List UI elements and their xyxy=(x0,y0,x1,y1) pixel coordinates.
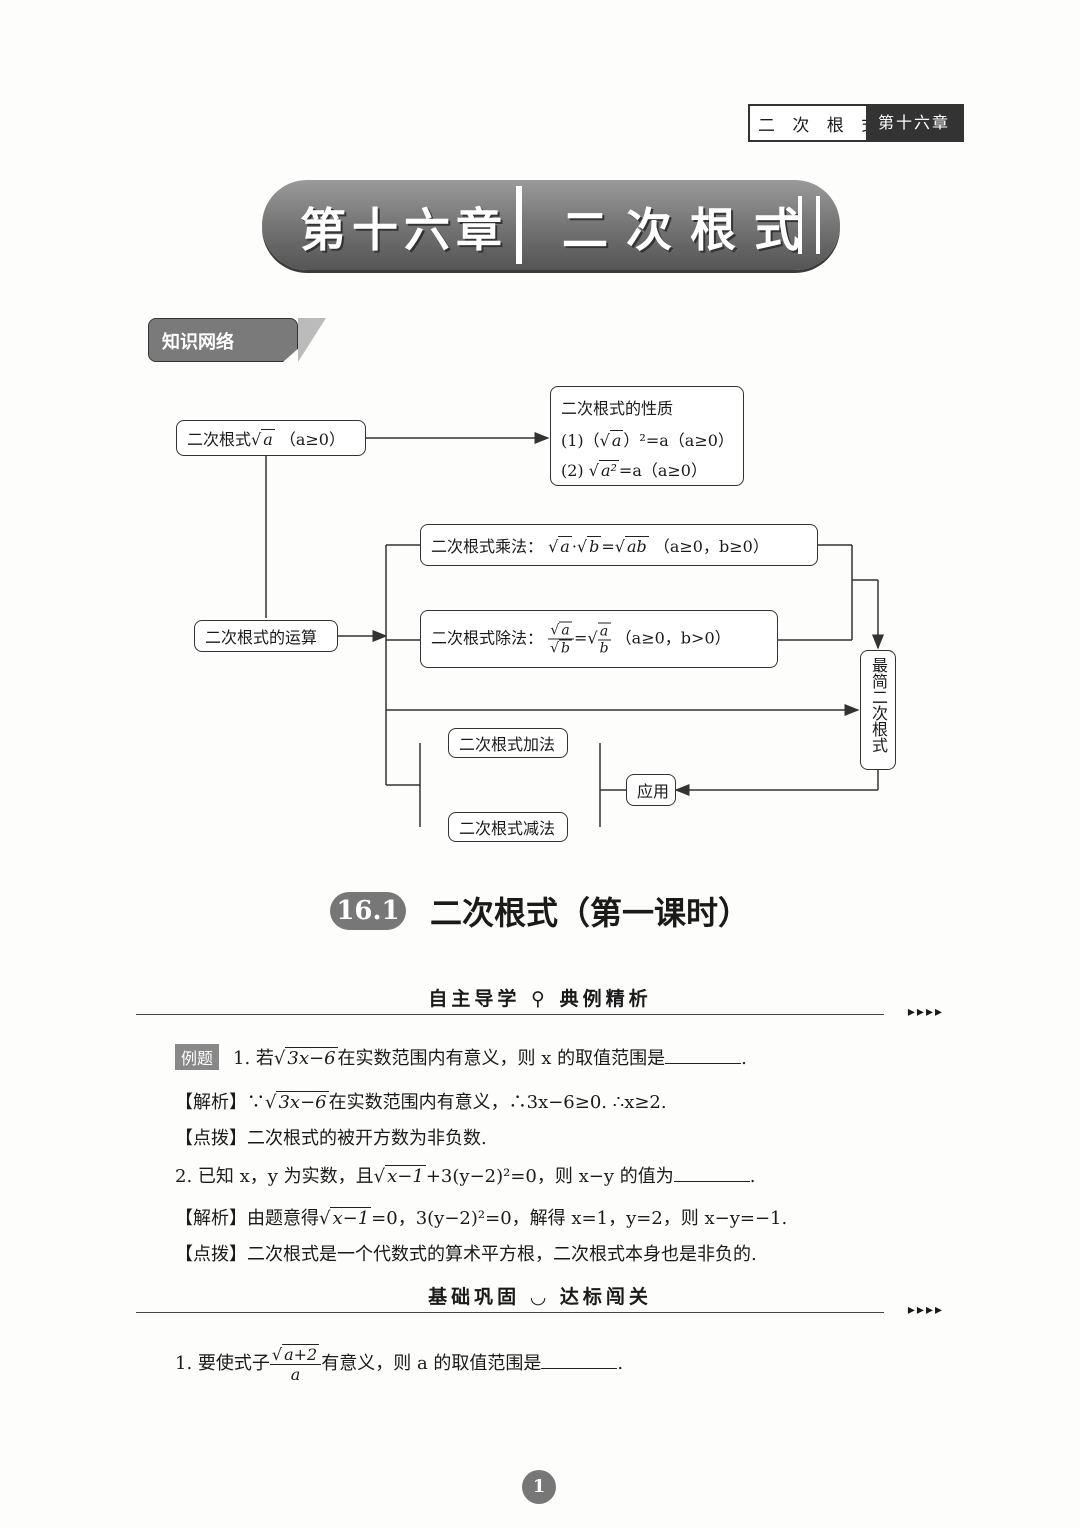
example-2-question: 2. 已知 x，y 为实数，且√x−1+3(y−2)²=0，则 x−y 的值为. xyxy=(175,1165,756,1187)
answer-blank xyxy=(541,1368,618,1369)
add-label: 二次根式加法 xyxy=(459,735,556,754)
example-tag: 例题 xyxy=(175,1044,220,1070)
sub-box: 二次根式减法 xyxy=(448,812,568,842)
answer-blank xyxy=(673,1181,750,1182)
mul-condition: （a≥0，b≥0） xyxy=(653,537,769,556)
section-header-guided-rule xyxy=(136,1014,884,1015)
def-box: 二次根式√a （a≥0） xyxy=(176,420,366,456)
sub-label: 二次根式减法 xyxy=(459,819,556,838)
mul-ab: ab xyxy=(624,536,649,556)
prop-1: (1)（√a）²=a（a≥0） xyxy=(561,430,734,450)
section-tag-label: 知识网络 xyxy=(162,332,234,353)
mul-b: b xyxy=(587,536,602,556)
banner-chapter: 第十六章 xyxy=(300,203,508,257)
example-2-q-start: 2. 已知 x，y 为实数，且 xyxy=(175,1166,374,1187)
prop-1-prefix: (1)（ xyxy=(561,431,600,450)
example-2-radicand: x−1 xyxy=(385,1165,426,1187)
banner-bars-icon xyxy=(798,196,820,254)
add-box: 二次根式加法 xyxy=(448,728,568,758)
section-header-guided-title: 自主导学 ⚲ 典例精析 xyxy=(428,988,652,1010)
running-header: 二 次 根 式 第十六章 xyxy=(748,104,964,142)
prop-2-radicand: a² xyxy=(598,460,619,480)
mul-a: a xyxy=(558,536,572,556)
simplest-label: 最简二次根式 xyxy=(869,657,888,753)
prop-2-rest: =a（a≥0） xyxy=(618,461,707,480)
div-label: 二次根式除法： xyxy=(431,628,544,648)
section-tag: 知识网络 xyxy=(148,318,326,374)
diagram-connectors xyxy=(265,432,884,827)
ops-label: 二次根式的运算 xyxy=(205,628,318,647)
apply-label: 应用 xyxy=(637,782,670,801)
example-1-q-start: 1. 若 xyxy=(233,1048,274,1069)
page-number: 1 xyxy=(522,1470,556,1504)
def-radicand: a xyxy=(261,429,275,449)
example-1-radicand: 3x−6 xyxy=(285,1047,338,1069)
example-1-hint: 【点拨】二次根式的被开方数为非负数. xyxy=(175,1128,487,1149)
section-header-guided: 自主导学 ⚲ 典例精析 ▸▸▸▸ xyxy=(136,984,944,1020)
prop-1-rest: ）²=a（a≥0） xyxy=(623,431,734,450)
lesson-heading: 二次根式（第一课时） xyxy=(430,894,751,932)
mul-label: 二次根式乘法： xyxy=(431,537,544,556)
answer-blank xyxy=(665,1063,742,1064)
example-1-a-end: 在实数范围内有意义，∴3x−6≥0. ∴x≥2. xyxy=(328,1092,667,1113)
example-2-hint: 【点拨】二次根式是一个代数式的算术平方根，二次根式本身也是非负的. xyxy=(175,1244,757,1265)
div-condition: （a≥0，b>0） xyxy=(615,628,731,648)
prop-2: (2) √a²=a（a≥0） xyxy=(561,460,707,480)
def-condition: （a≥0） xyxy=(279,430,345,449)
banner-divider xyxy=(516,186,522,264)
ops-box: 二次根式的运算 xyxy=(194,620,338,652)
arrows-icon: ▸▸▸▸ xyxy=(907,1004,944,1020)
section-tag-bg xyxy=(148,318,298,362)
lesson-number: 16.1 xyxy=(330,892,406,930)
example-2-q-end: +3(y−2)²=0，则 x−y 的值为 xyxy=(425,1166,674,1187)
mul-box: 二次根式乘法： √a·√b=√ab （a≥0，b≥0） xyxy=(420,524,818,566)
section-header-practice: 基础巩固 ◡ 达标闯关 ▸▸▸▸ xyxy=(136,1282,944,1318)
apply-box: 应用 xyxy=(626,774,676,806)
section-header-practice-title: 基础巩固 ◡ 达标闯关 xyxy=(428,1286,652,1308)
simplest-box: 最简二次根式 xyxy=(860,650,896,770)
example-1-a-start: 【解析】∵ xyxy=(175,1092,265,1113)
section-header-practice-rule xyxy=(136,1312,884,1313)
arrows-icon: ▸▸▸▸ xyxy=(907,1302,944,1318)
header-chapter-tag: 第十六章 xyxy=(866,106,962,140)
exercise-1-end: 有意义，则 a 的取值范围是 xyxy=(321,1353,542,1374)
banner-title: 二次根式 xyxy=(562,203,818,257)
example-2-a-start: 【解析】由题意得 xyxy=(175,1208,319,1229)
example-2-a-end: =0，3(y−2)²=0，解得 x=1，y=2，则 x−y=−1. xyxy=(371,1208,788,1229)
exercise-1-start: 1. 要使式子 xyxy=(175,1353,270,1374)
def-label: 二次根式 xyxy=(187,430,252,449)
prop-2-prefix: (2) xyxy=(561,461,584,480)
props-title: 二次根式的性质 xyxy=(561,399,674,418)
example-2-a-radicand: x−1 xyxy=(330,1207,372,1229)
example-1-a-radicand: 3x−6 xyxy=(276,1091,329,1113)
div-left-fraction: √a√b xyxy=(548,621,574,657)
header-subject: 二 次 根 式 xyxy=(758,116,885,136)
example-2-analysis: 【解析】由题意得√x−1=0，3(y−2)²=0，解得 x=1，y=2，则 x−… xyxy=(175,1207,788,1229)
example-1-q-end: 在实数范围内有意义，则 x 的取值范围是 xyxy=(337,1048,666,1069)
prop-1-radicand: a xyxy=(609,430,624,450)
chapter-banner: 第十六章 二次根式 xyxy=(262,180,840,270)
props-box: 二次根式的性质 (1)（√a）²=a（a≥0） (2) √a²=a（a≥0） xyxy=(550,386,744,486)
